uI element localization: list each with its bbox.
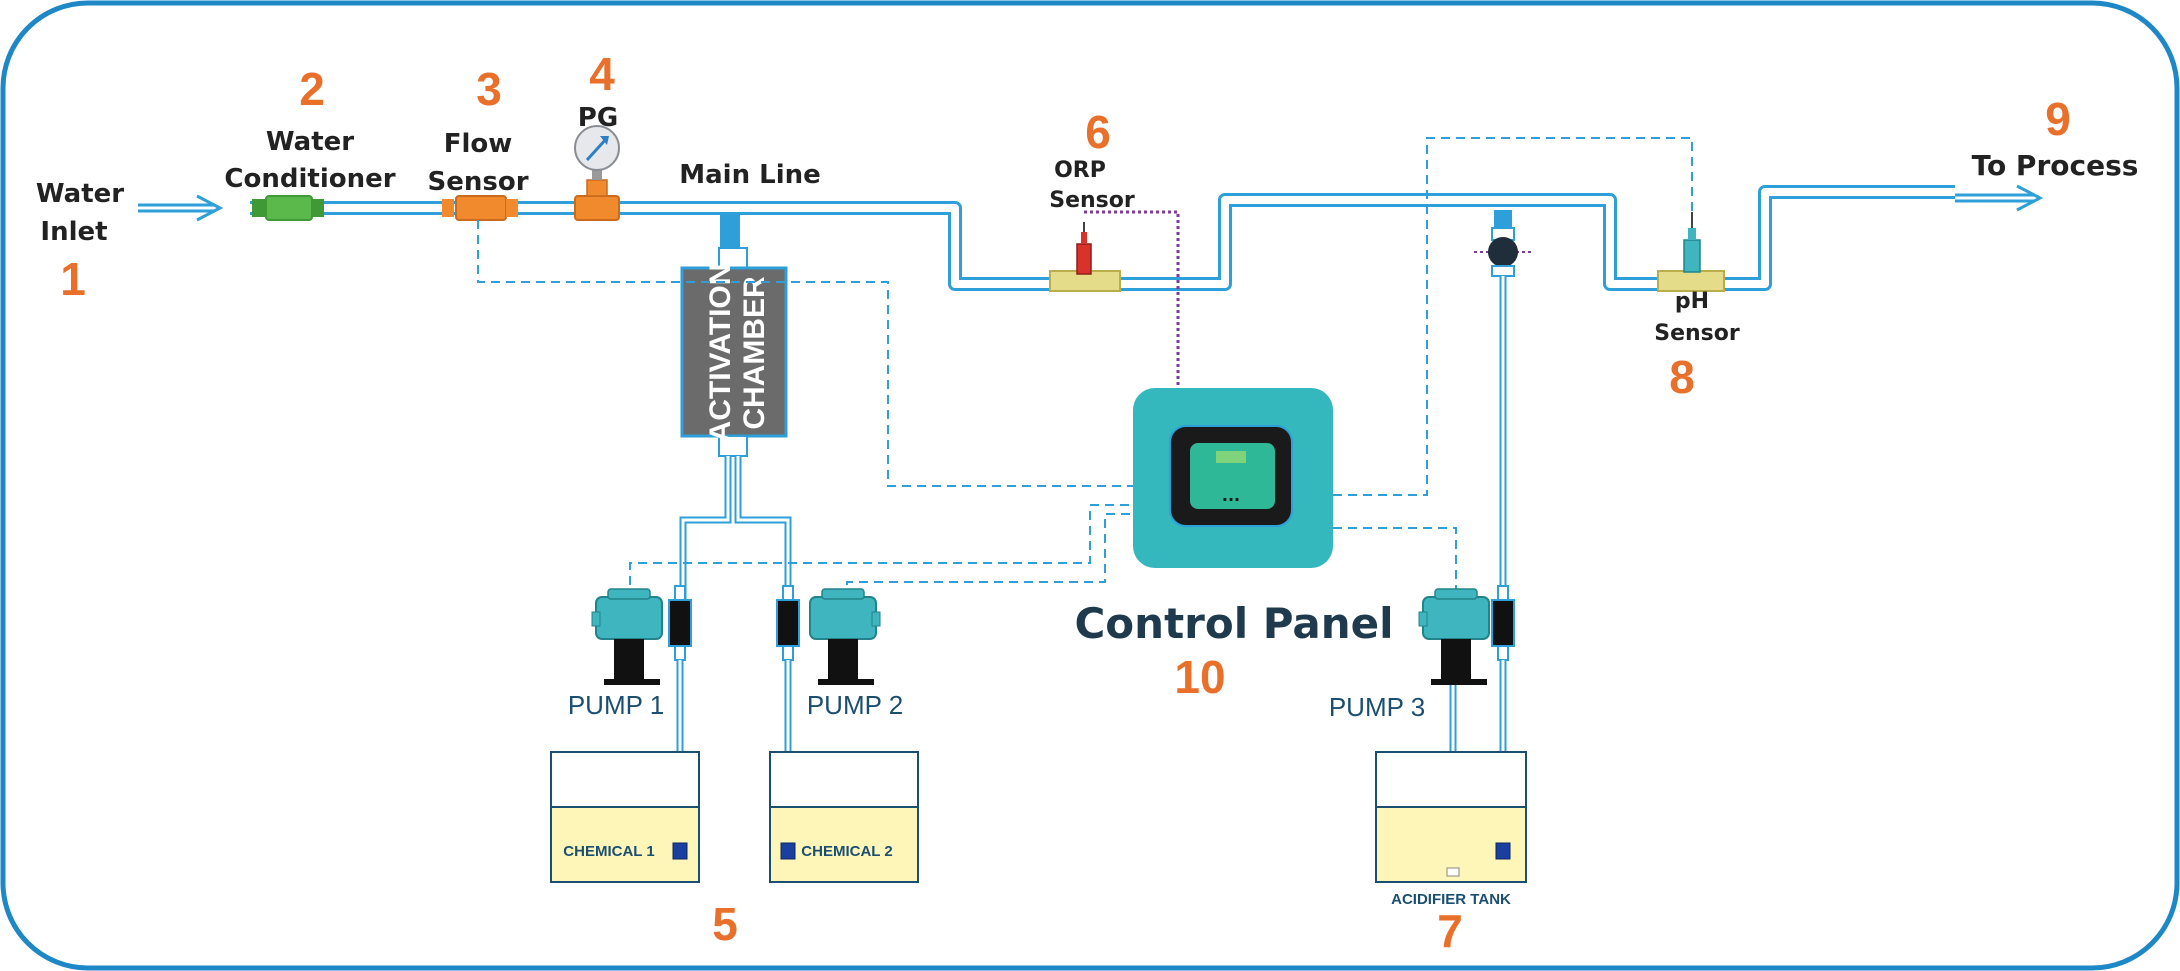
flow-sensor-label-1: Flow bbox=[444, 129, 513, 159]
flow-sensor-label-2: Sensor bbox=[427, 167, 528, 197]
pump-1 bbox=[591, 585, 692, 685]
main-line-label: Main Line bbox=[679, 160, 821, 190]
chemical-1-label: CHEMICAL 1 bbox=[563, 843, 654, 860]
chemical-tank-1: CHEMICAL 1 bbox=[550, 751, 700, 883]
activation-chamber-label-1: ACTIVATION bbox=[704, 264, 737, 443]
pump-1-label: PUMP 1 bbox=[568, 690, 664, 720]
orp-sensor bbox=[1049, 222, 1121, 292]
number-3: 3 bbox=[476, 63, 502, 115]
flow-sensor bbox=[442, 195, 518, 221]
ph-sensor-label-2: Sensor bbox=[1654, 321, 1740, 346]
number-5: 5 bbox=[712, 898, 738, 950]
pump-2 bbox=[776, 585, 881, 685]
number-6: 6 bbox=[1085, 106, 1111, 158]
pump-2-label: PUMP 2 bbox=[807, 690, 903, 720]
activation-chamber: ACTIVATION CHAMBER bbox=[680, 212, 788, 457]
number-8: 8 bbox=[1669, 351, 1695, 403]
to-process-label: To Process bbox=[1972, 149, 2139, 182]
outlet-arrow bbox=[1955, 184, 2044, 212]
water-inlet-label-2: Inlet bbox=[40, 217, 107, 247]
water-conditioner bbox=[252, 195, 324, 221]
number-9: 9 bbox=[2045, 93, 2071, 145]
ph-sensor bbox=[1657, 212, 1725, 292]
panel-display-dots: ... bbox=[1222, 486, 1240, 505]
chamber-feed-tubes bbox=[679, 456, 792, 600]
orp-sensor-label-2: Sensor bbox=[1049, 188, 1135, 213]
control-panel-label: Control Panel bbox=[1074, 599, 1393, 648]
number-4: 4 bbox=[589, 48, 615, 100]
pump-3-label: PUMP 3 bbox=[1329, 692, 1425, 722]
control-panel: ... bbox=[1133, 388, 1333, 568]
chemical-2-label: CHEMICAL 2 bbox=[801, 843, 892, 860]
pressure-gauge bbox=[574, 125, 620, 221]
number-10: 10 bbox=[1174, 651, 1225, 703]
water-conditioner-label-2: Conditioner bbox=[224, 164, 395, 194]
signal-lines bbox=[477, 137, 1693, 600]
water-conditioner-label-1: Water bbox=[266, 127, 354, 157]
number-7: 7 bbox=[1437, 905, 1463, 957]
number-1: 1 bbox=[60, 253, 86, 305]
orp-sensor-label-1: ORP bbox=[1054, 158, 1106, 183]
pressure-gauge-label: PG bbox=[578, 103, 618, 133]
orp-signal-line bbox=[1084, 210, 1180, 392]
number-2: 2 bbox=[299, 63, 325, 115]
main-pipe bbox=[250, 185, 1955, 291]
acidifier-tank: ACIDIFIER TANK bbox=[1375, 751, 1527, 908]
inlet-arrow bbox=[138, 194, 224, 222]
water-inlet-label-1: Water bbox=[36, 179, 124, 209]
activation-chamber-label-2: CHAMBER bbox=[738, 276, 771, 430]
pump-3 bbox=[1418, 585, 1515, 685]
pump3-injection-line bbox=[1474, 210, 1532, 600]
ph-sensor-label-1: pH bbox=[1675, 289, 1709, 314]
acidifier-tank-label: ACIDIFIER TANK bbox=[1391, 891, 1511, 908]
chemical-tank-2: CHEMICAL 2 bbox=[769, 751, 919, 883]
